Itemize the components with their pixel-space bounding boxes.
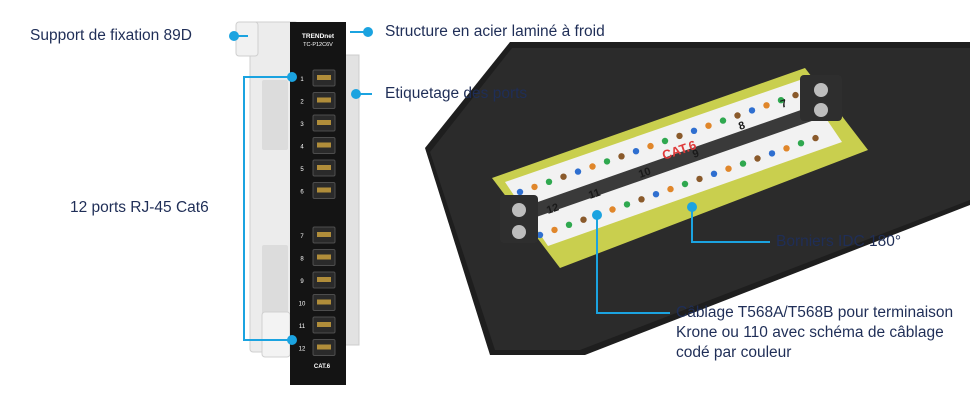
callout-ports: 12 ports RJ-45 Cat6 <box>70 199 209 216</box>
module-number-label: 7 <box>779 97 789 110</box>
idc-color-dot <box>560 173 567 180</box>
idc-color-dot <box>551 226 558 234</box>
closeup-divider <box>515 104 826 222</box>
idc-color-dot <box>748 107 756 114</box>
idc-color-dot <box>609 206 616 213</box>
idc-color-dot <box>812 134 819 142</box>
port-number-label: 7 <box>300 234 304 240</box>
rj45-port-contacts <box>317 120 331 125</box>
idc-color-dot <box>632 148 640 155</box>
rj45-port-contacts <box>317 187 331 193</box>
idc-color-dot <box>696 175 703 183</box>
callout-bracket: Support de fixation 89D <box>30 27 192 44</box>
port-number-label: 2 <box>300 100 304 106</box>
idc-color-dot <box>763 102 770 109</box>
idc-color-dot <box>647 142 654 150</box>
idc-color-dot <box>516 188 524 196</box>
idc-color-dot <box>710 170 718 177</box>
port-number-label: 6 <box>300 190 304 196</box>
port-number-label: 3 <box>300 122 304 128</box>
port-number-label: 1 <box>300 77 304 83</box>
idc-color-dot <box>536 231 544 239</box>
rj45-port-contacts <box>317 232 331 237</box>
idc-color-dot <box>565 221 573 228</box>
idc-color-dot <box>667 185 674 193</box>
idc-color-dot <box>681 180 689 188</box>
module-number-label: 12 <box>545 202 560 217</box>
module-number-label: 8 <box>737 119 747 132</box>
idc-color-dot <box>623 201 631 208</box>
port-number-label: 9 <box>300 279 304 285</box>
module-number-label: 11 <box>587 187 602 202</box>
idc-color-dot <box>792 91 799 99</box>
panel-category-mark: CAT.6 <box>314 364 331 370</box>
port-number-label: 10 <box>299 302 306 308</box>
idc-color-dot <box>603 158 611 165</box>
callout-idc: Borniers IDC 180° <box>776 233 902 250</box>
idc-color-dot <box>618 153 625 160</box>
port-number-label: 12 <box>299 347 306 353</box>
closeup-mounting-screws <box>500 75 842 243</box>
module-number-label: 10 <box>637 166 652 181</box>
idc-wire-color-dots <box>516 91 819 239</box>
port-number-label: 5 <box>300 167 304 173</box>
idc-color-dot <box>574 168 582 175</box>
rj45-port-contacts <box>317 254 331 260</box>
idc-color-dot <box>661 137 669 145</box>
callout-labeling: Etiquetage des ports <box>385 85 528 102</box>
idc-color-dot <box>531 183 538 191</box>
idc-color-dot <box>739 160 747 167</box>
idc-color-dot <box>676 132 683 140</box>
idc-color-dot <box>754 155 761 162</box>
idc-color-dot <box>638 196 645 203</box>
idc-color-dot <box>652 191 660 198</box>
idc-color-dot <box>580 216 587 223</box>
module-number-label: 9 <box>691 147 701 160</box>
idc-color-dot <box>725 165 732 172</box>
callout-wiring: Câblage T568A/T568B pour terminaison Kro… <box>676 304 954 361</box>
rj45-port-contacts <box>317 142 331 148</box>
idc-color-dot <box>589 163 596 170</box>
rj45-port-contacts <box>317 165 331 170</box>
idc-color-dot <box>734 112 741 119</box>
port-number-label: 8 <box>300 257 304 263</box>
idc-color-dot <box>705 122 712 129</box>
idc-color-dot <box>783 145 790 152</box>
rj45-port-contacts <box>317 277 331 282</box>
callout-structure: Structure en acier laminé à froid <box>385 23 605 40</box>
idc-color-dot <box>690 127 698 134</box>
rj45-port-contacts <box>317 344 331 350</box>
idc-color-dot <box>594 211 602 218</box>
closeup-module-numbers: 12 11 10 9 8 7 <box>545 97 789 216</box>
panel-model: TC-P12C6V <box>303 42 333 48</box>
rj45-port-contacts <box>317 322 331 327</box>
idc-color-dot <box>768 150 776 157</box>
rj45-port-contacts <box>317 97 331 103</box>
idc-color-dot <box>545 178 553 185</box>
rj45-port-contacts <box>317 299 331 305</box>
port-number-label: 11 <box>299 324 306 330</box>
rj45-port-contacts <box>317 75 331 80</box>
idc-color-dot <box>777 97 785 104</box>
port-number-label: 4 <box>300 145 304 151</box>
idc-color-dot <box>719 117 727 124</box>
panel-brand: TRENDnet <box>302 33 335 40</box>
idc-color-dot <box>797 140 805 147</box>
